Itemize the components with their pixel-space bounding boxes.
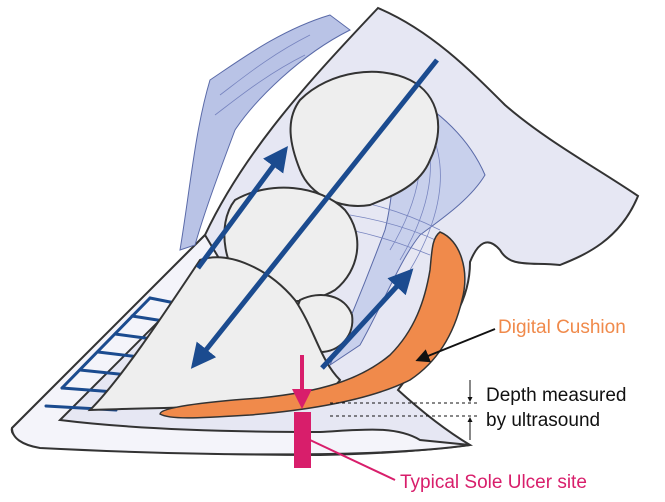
depth-label-line1: Depth measured [486, 386, 626, 405]
sole-ulcer-site [294, 412, 311, 468]
depth-label-line2: by ultrasound [486, 411, 600, 430]
sole-ulcer-label: Typical Sole Ulcer site [400, 473, 587, 492]
digital-cushion-label: Digital Cushion [498, 318, 626, 337]
